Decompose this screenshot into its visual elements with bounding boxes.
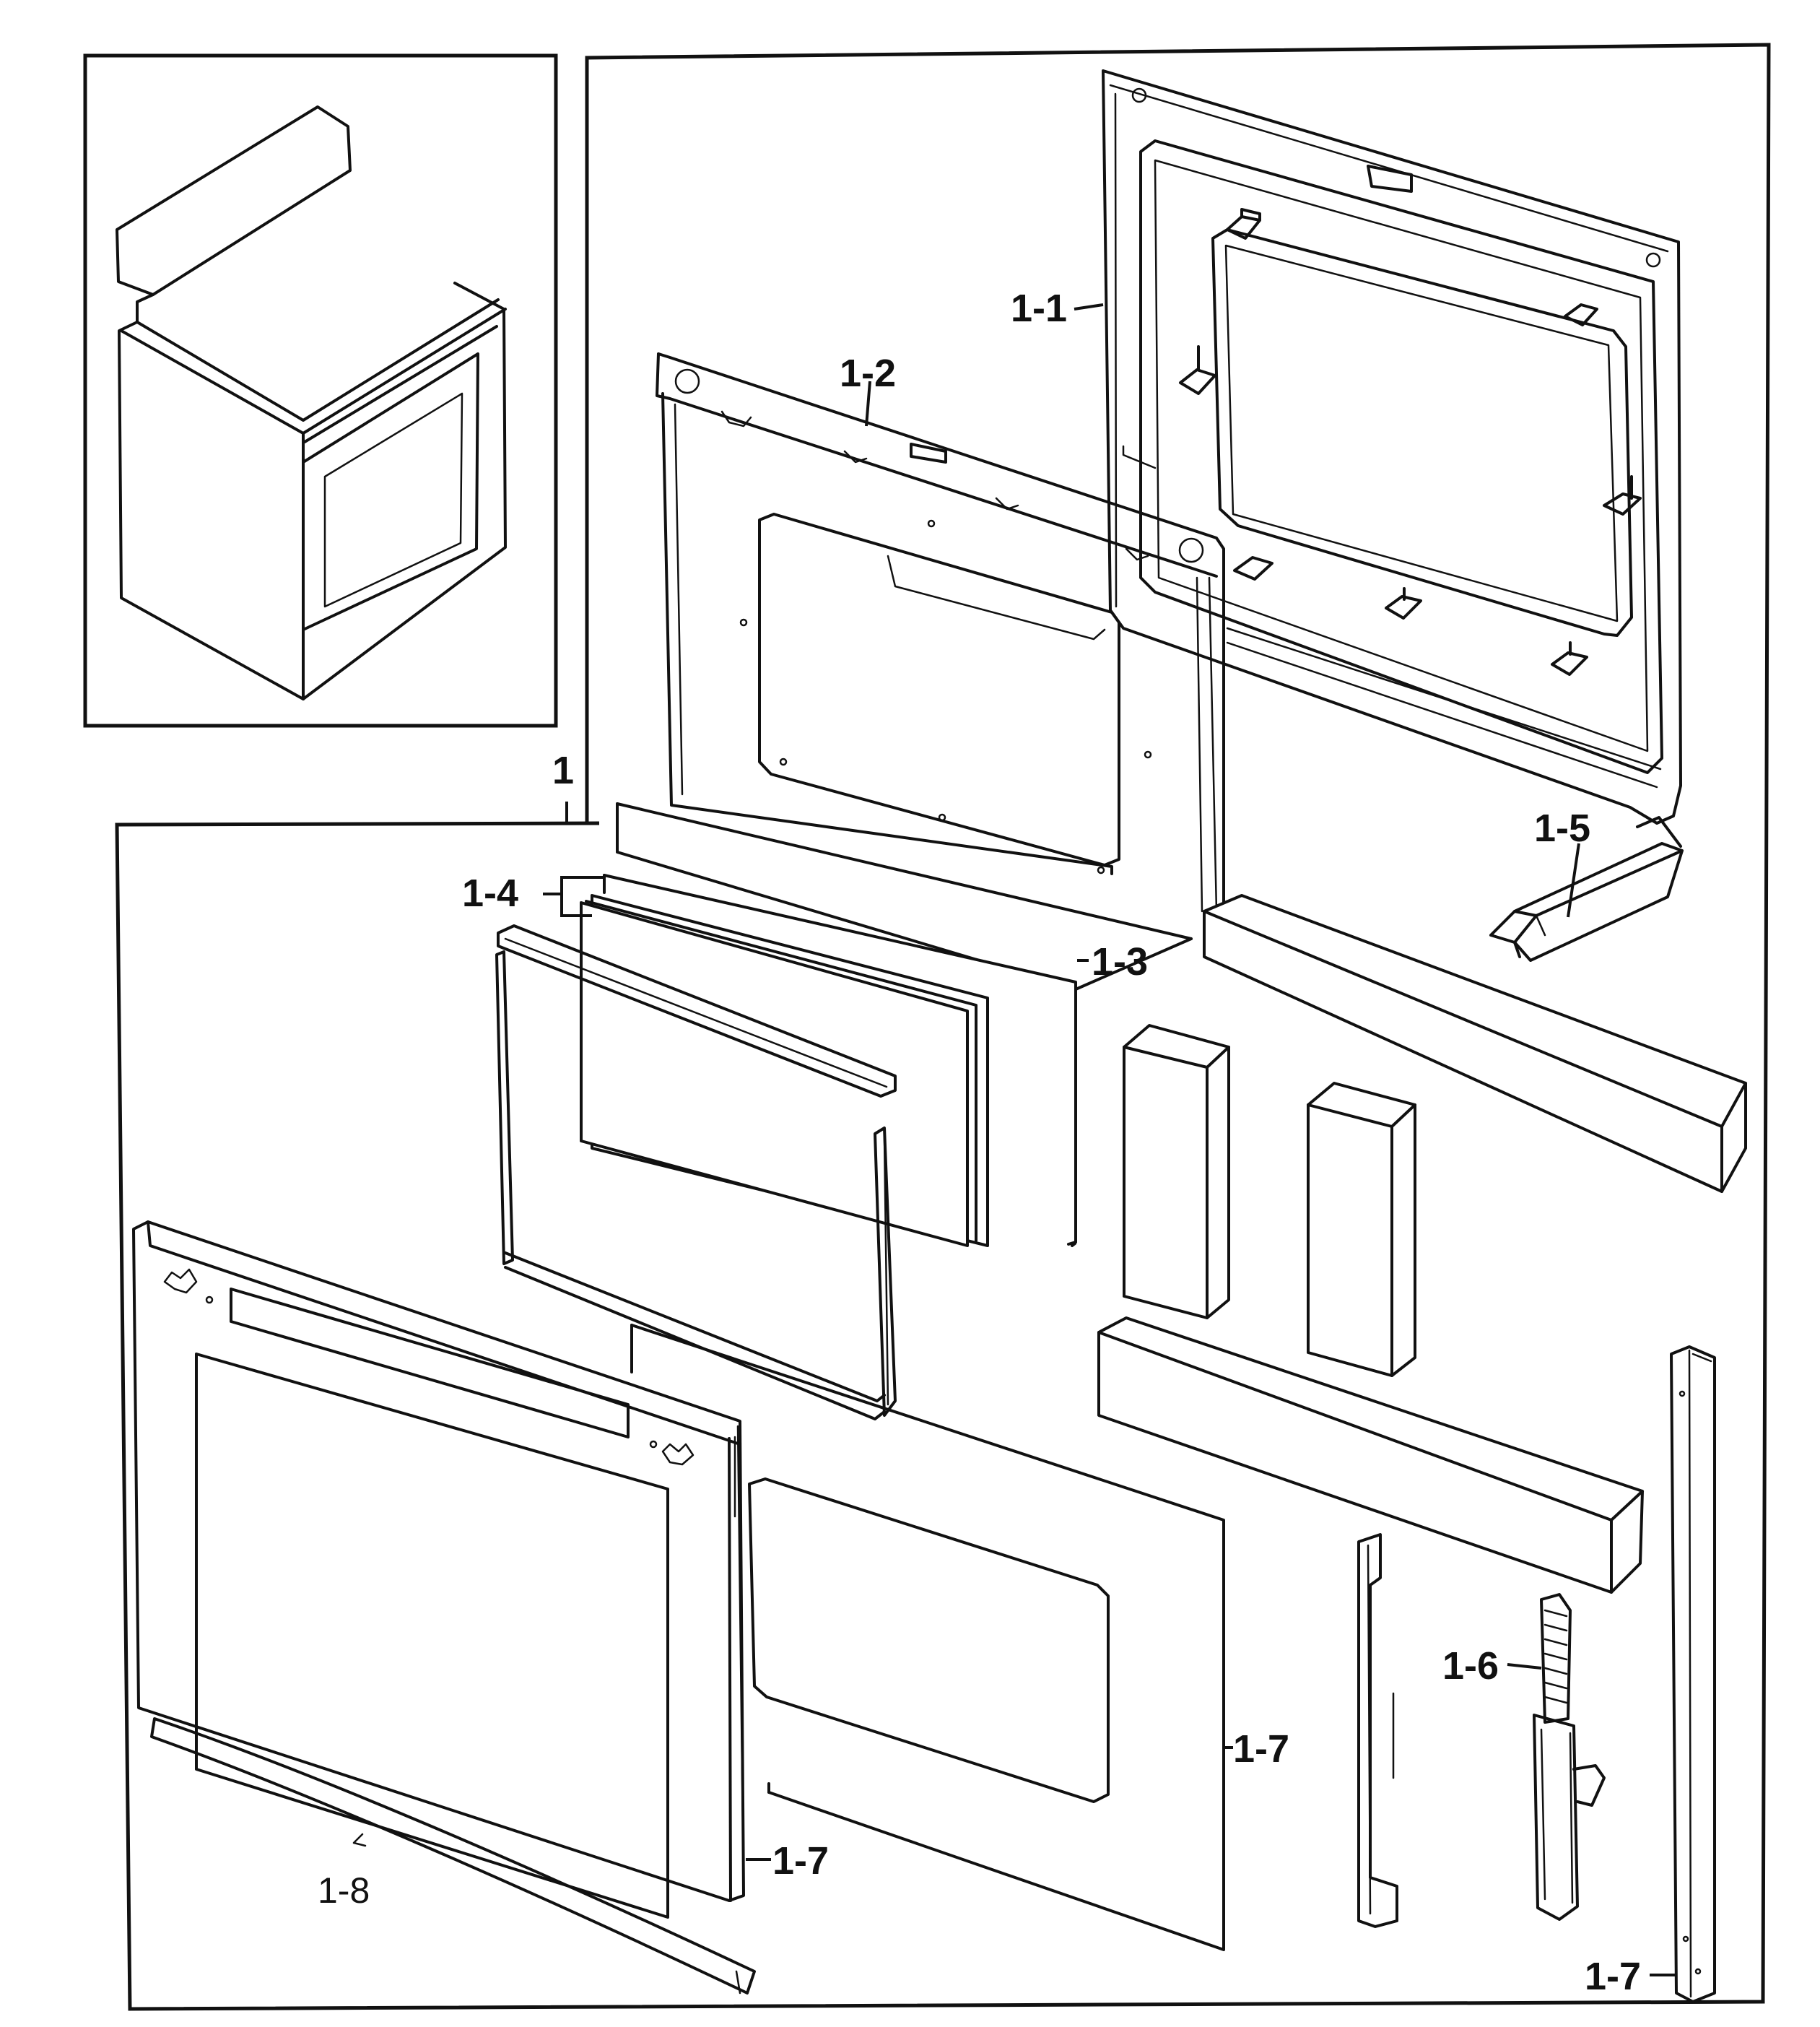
assembly-frame	[115, 43, 1771, 2011]
range-thumbnail-icon	[116, 105, 507, 700]
callout-hinge: 1-6	[1442, 1644, 1499, 1688]
door-bracket-icon	[1489, 816, 1684, 962]
callout-labels: 1 1-1 1-2 1-4 1-3 1-5 1-6 1-7 1-7 1-7 1-…	[318, 287, 1641, 1998]
callout-door-assembly-center: 1-7	[1233, 1727, 1289, 1771]
outer-door-panel	[1102, 69, 1682, 825]
inset-frame	[83, 53, 558, 728]
door-handle-icon	[150, 1717, 756, 1995]
door-glass-stack	[580, 802, 1193, 1247]
door-side-trim	[1670, 1345, 1716, 2003]
callout-door-glass: 1-3	[1092, 940, 1148, 984]
callout-door-assembly: 1-7	[772, 1839, 829, 1883]
leader-lines	[543, 303, 1676, 1976]
callout-assembly: 1	[552, 749, 574, 792]
insulation-blocks	[1097, 894, 1747, 1594]
callout-glass-pack: 1-4	[462, 872, 518, 915]
callout-handle: 1-8	[318, 1870, 370, 1911]
hinge-icon	[1357, 1533, 1606, 1928]
callout-door-side-trim: 1-7	[1585, 1955, 1641, 1998]
callout-inner-door-panel: 1-2	[840, 352, 896, 395]
door-assembly-center-panel	[630, 1324, 1225, 1951]
glass-retainer-frame	[495, 924, 897, 1420]
outer-door-front	[132, 1220, 745, 1919]
callout-outer-door-panel: 1-1	[1011, 287, 1067, 330]
callout-bracket: 1-5	[1534, 807, 1590, 850]
